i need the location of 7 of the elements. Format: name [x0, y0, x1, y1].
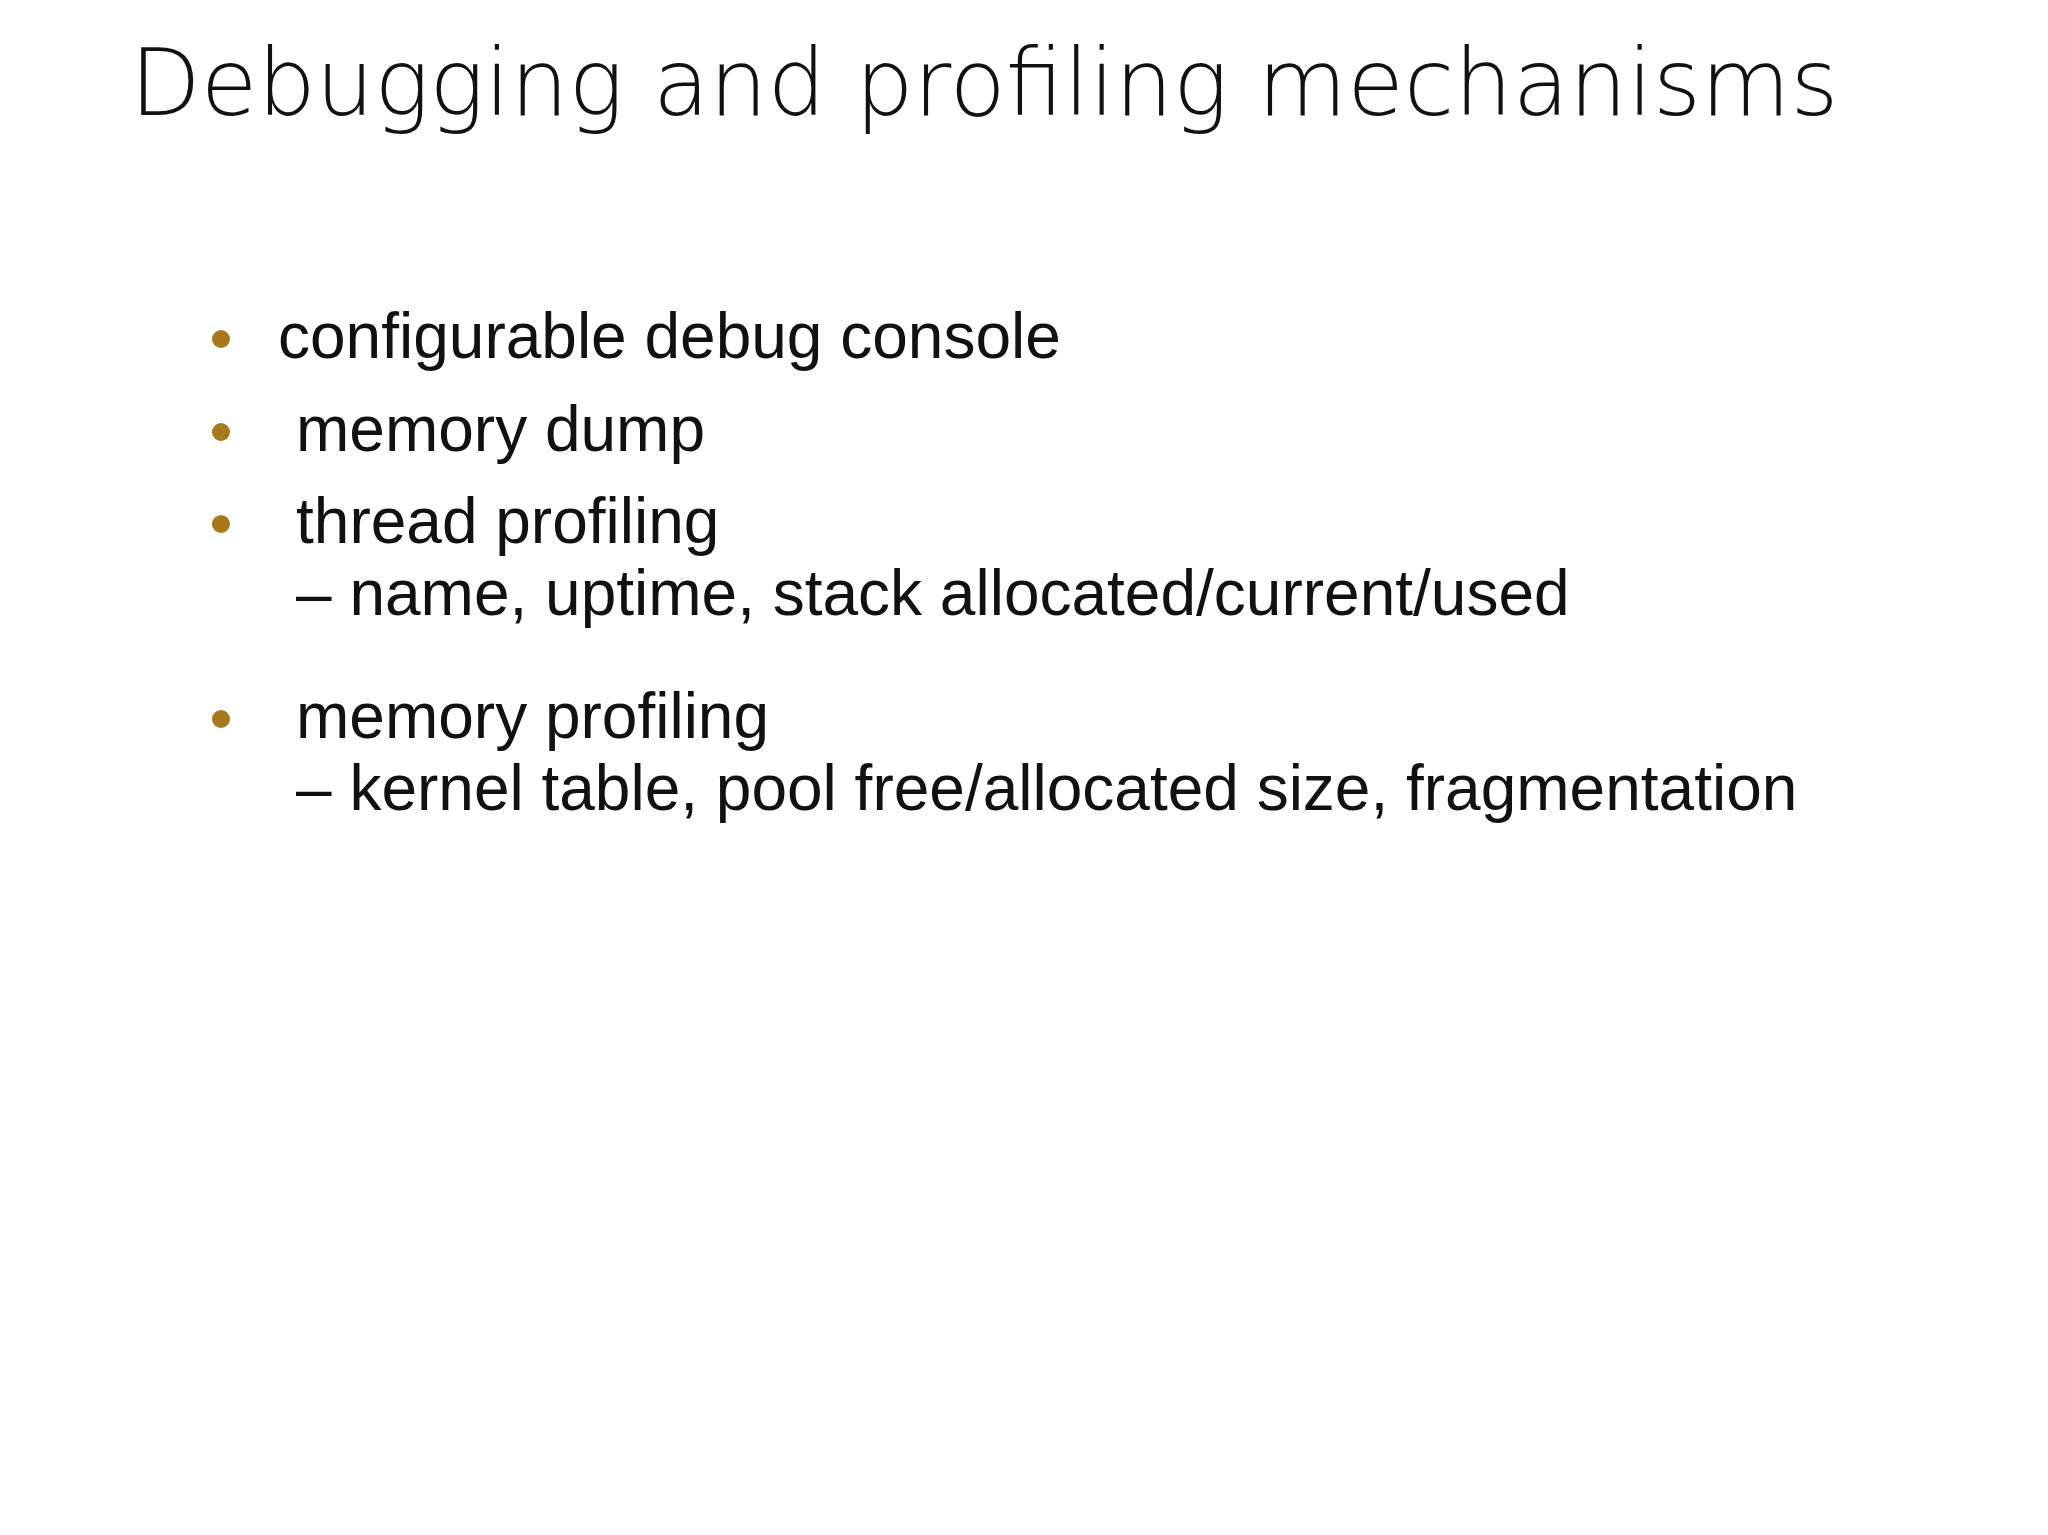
- bullet-text: memory dump: [296, 393, 705, 465]
- bullet-text: thread profiling: [296, 485, 720, 557]
- bullet-text: configurable debug console: [278, 300, 1061, 372]
- slide-title: Debugging and profiling mechanisms: [130, 30, 1839, 137]
- sub-bullet-text: – kernel table, pool free/allocated size, fragmentation: [296, 752, 1798, 824]
- bullet-text: memory profiling: [296, 680, 770, 752]
- sub-bullet-text: – name, uptime, stack allocated/current/used: [296, 557, 1570, 629]
